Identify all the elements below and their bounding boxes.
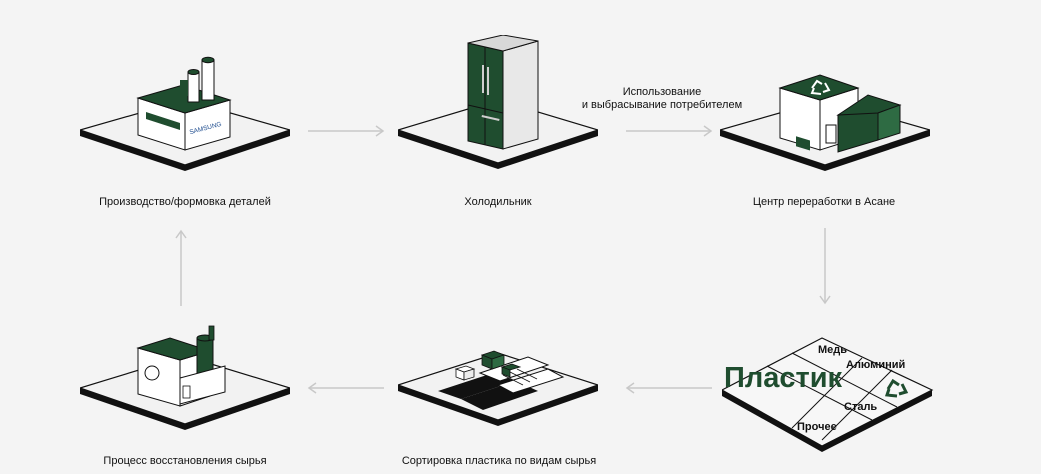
arrow-icon (307, 382, 384, 394)
material-label-steel: Сталь (844, 401, 877, 413)
fridge-tile (396, 34, 600, 180)
arrow-icon (819, 228, 831, 305)
arrow-icon (175, 229, 187, 306)
recycle-icon (884, 378, 909, 398)
production-tile: SAMSUNG (77, 50, 293, 185)
step-caption-fridge: Холодильник (464, 196, 532, 208)
consumer-use-note: Использование и выбрасывание потребителе… (582, 86, 742, 112)
recycling-center-tile (717, 55, 933, 190)
material-sorting-tile: Пластик Медь Алюминий Сталь Прочее (720, 330, 934, 459)
material-label-plastic: Пластик (724, 362, 843, 394)
material-label-other: Прочее (797, 421, 837, 433)
material-label-copper: Медь (818, 344, 847, 356)
plastic-sorting-illustration (396, 350, 600, 426)
arrow-icon (625, 382, 712, 394)
recovery-plant-illustration (78, 325, 292, 430)
recycle-icon (810, 79, 831, 95)
step-caption-plastic-sorting: Сортировка пластика по видам сырья (401, 455, 597, 467)
step-caption-raw-recovery: Процесс восстановления сырья (103, 455, 267, 467)
step-caption-recycling-center: Центр переработки в Асане (752, 196, 896, 208)
arrow-icon (626, 125, 713, 137)
consumer-use-note-line2: и выбрасывание потребителем (581, 99, 743, 111)
raw-recovery-tile (78, 318, 292, 453)
refrigerator-illustration (396, 34, 600, 169)
recycling-center-illustration (717, 74, 933, 171)
material-label-aluminum: Алюминий (846, 359, 905, 371)
plastic-sorting-tile (396, 325, 600, 460)
arrow-icon (308, 125, 385, 137)
consumer-use-note-line1: Использование (622, 86, 702, 98)
material-sorting-illustration: Пластик Медь Алюминий Сталь Прочее (720, 337, 934, 452)
step-caption-production: Производство/формовка деталей (99, 196, 271, 208)
factory-samsung-illustration: SAMSUNG (77, 56, 293, 171)
